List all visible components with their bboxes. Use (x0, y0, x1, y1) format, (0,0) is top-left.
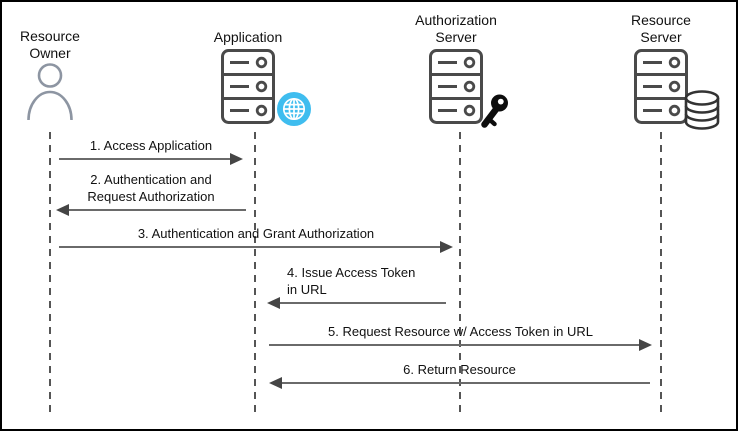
actor-label-line: Resource (631, 12, 691, 28)
server-icon (634, 49, 688, 124)
actor-label-line: Authorization (415, 12, 497, 28)
message-3-label: 3. Authentication and Grant Authorizatio… (59, 225, 453, 242)
message-3-arrowhead (440, 241, 453, 253)
lifeline-resource-server (660, 132, 662, 415)
message-label-line: in URL (287, 282, 327, 297)
person-icon (27, 62, 73, 120)
actor-label-line: Resource (20, 28, 80, 44)
message-5-arrowhead (639, 339, 652, 351)
message-label-line: 1. Access Application (89, 138, 213, 153)
lifeline-authorization-server (459, 132, 461, 415)
message-label-line: 4. Issue Access Token (287, 265, 416, 280)
message-label-line: 2. Authentication and (90, 172, 212, 187)
actor-label-line: Application (213, 29, 283, 45)
actor-label-application: Application (188, 29, 308, 46)
lifeline-resource-owner (49, 132, 51, 415)
message-1-arrowhead (230, 153, 243, 165)
server-icon (429, 49, 483, 124)
message-5-label: 5. Request Resource w/ Access Token in U… (269, 323, 652, 340)
message-2-arrow-line (66, 209, 246, 211)
message-label-line: 6. Return Resource (403, 362, 516, 377)
database-icon (684, 90, 720, 130)
message-1-arrow-line (59, 158, 233, 160)
message-2-arrowhead (56, 204, 69, 216)
message-1-label: 1. Access Application (59, 137, 243, 154)
message-4-arrow-line (277, 302, 446, 304)
actor-label-line: Server (435, 29, 477, 45)
actor-label-line: Server (640, 29, 682, 45)
message-3-arrow-line (59, 246, 443, 248)
message-6-label: 6. Return Resource (269, 361, 650, 378)
message-label-line: Request Authorization (87, 189, 215, 204)
globe-icon (277, 92, 311, 126)
lifeline-application (254, 132, 256, 415)
message-4-arrowhead (267, 297, 280, 309)
actor-label-line: Owner (29, 45, 71, 61)
key-icon (480, 94, 508, 129)
message-5-arrow-line (269, 344, 642, 346)
message-6-arrow-line (279, 382, 650, 384)
message-label-line: 3. Authentication and Grant Authorizatio… (137, 226, 375, 241)
message-label-line: 5. Request Resource w/ Access Token in U… (328, 324, 593, 339)
server-icon (221, 49, 275, 124)
message-6-arrowhead (269, 377, 282, 389)
actor-application: Application (188, 2, 311, 132)
message-4-label: 4. Issue Access Token in URL (267, 264, 446, 298)
